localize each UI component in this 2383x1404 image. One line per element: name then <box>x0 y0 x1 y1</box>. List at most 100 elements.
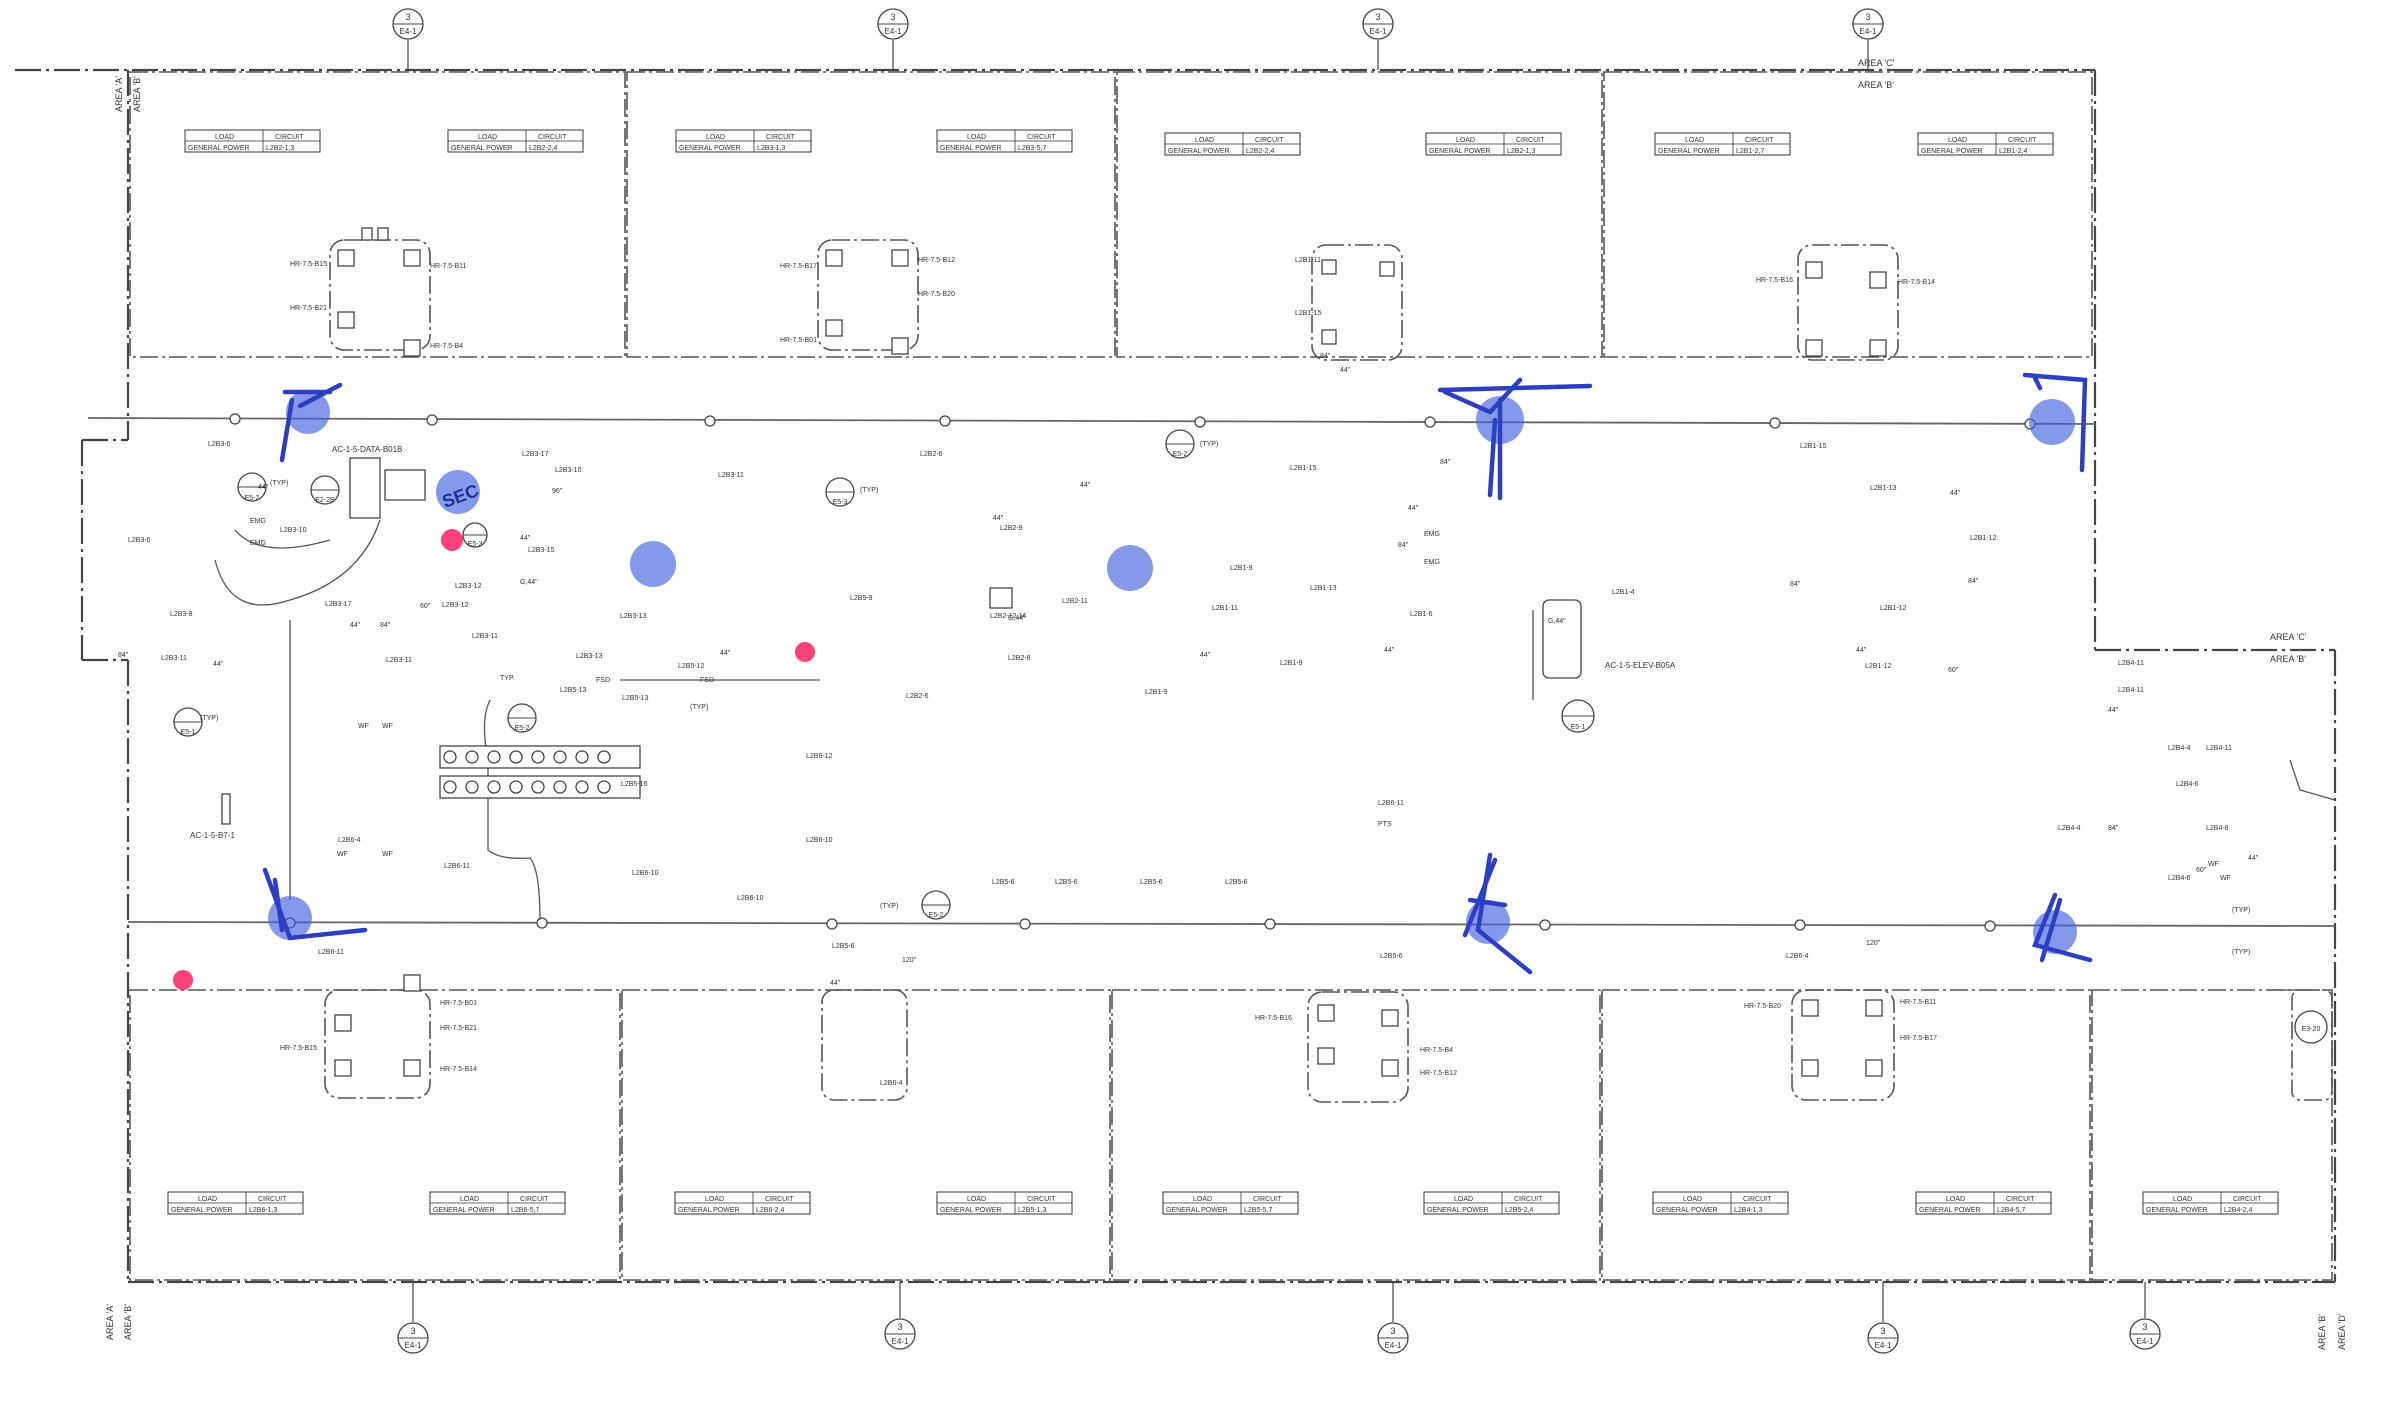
conduit-runs <box>214 519 2336 991</box>
svg-text:L2B6-10: L2B6-10 <box>806 837 833 844</box>
equipment-tag: HR-7.5-B12 <box>918 257 955 264</box>
column-bubble-bottom-1[interactable]: 3 E4-1 <box>397 1282 429 1354</box>
schedule-circuit-value: L2B2-2,4 <box>1246 148 1275 155</box>
svg-text:44": 44" <box>1340 367 1351 374</box>
svg-text:WF: WF <box>382 723 393 730</box>
svg-text:L2B1-13: L2B1-13 <box>1870 485 1897 492</box>
schedule-header-load: LOAD <box>1456 137 1475 144</box>
svg-text:L2B1-11: L2B1-11 <box>1212 605 1238 612</box>
area-label-a-bottom: AREA 'A' <box>105 1304 115 1340</box>
column-bubble-bottom-4[interactable]: 3 E4-1 <box>1867 1282 1899 1354</box>
svg-text:L2B3-11: L2B3-11 <box>161 655 187 662</box>
svg-text:120": 120" <box>1866 940 1881 947</box>
schedule-load-value: GENERAL POWER <box>188 145 250 152</box>
svg-text:L2B4-11: L2B4-11 <box>2206 745 2232 752</box>
bubble-number: 3 <box>410 1326 415 1336</box>
svg-text:44": 44" <box>1856 647 1867 654</box>
schedule-header-circuit: CIRCUIT <box>1516 137 1545 144</box>
bubble-sheet: E4-1 <box>2137 1337 2154 1346</box>
panel-ac-b7[interactable]: AC-1-5-B7-1 <box>190 793 235 840</box>
schedule-header-load: LOAD <box>1195 137 1214 144</box>
schedule-load-value: GENERAL POWER <box>1921 148 1983 155</box>
bubble-sheet: E4-1 <box>1860 27 1877 36</box>
svg-text:L2B5-6: L2B5-6 <box>832 943 855 950</box>
bubble-number: 3 <box>1390 1326 1395 1336</box>
svg-text:E5-2: E5-2 <box>515 725 530 732</box>
column-bubble-top-1[interactable]: 3 E4-1 <box>392 8 424 70</box>
schedule-load-value: GENERAL POWER <box>940 145 1002 152</box>
schedule-circuit-value: L2B6-5,7 <box>511 1207 540 1214</box>
svg-text:L2B6-11: L2B6-11 <box>444 863 470 870</box>
detail-bubble-e5-2-c: E5-2 <box>507 703 537 733</box>
bubble-sheet: E4-1 <box>1875 1341 1892 1350</box>
svg-text:L2B5-13: L2B5-13 <box>622 695 649 702</box>
column-bubble-top-4[interactable]: 3 E4-1 <box>1852 8 1884 70</box>
bubble-number: 3 <box>897 1322 902 1332</box>
column-bubble-bottom-3[interactable]: 3 E4-1 <box>1377 1282 1409 1354</box>
schedule-load-value: GENERAL POWER <box>433 1207 495 1214</box>
svg-text:L2B3-17: L2B3-17 <box>522 451 549 458</box>
svg-text:44": 44" <box>1384 647 1395 654</box>
svg-text:L2B5-12: L2B5-12 <box>678 663 705 670</box>
detail-callouts[interactable]: E5-2 E2-2B E5-3 E5-3 E5-2 E5-1 E5-2 E5-2… <box>173 429 2328 1044</box>
svg-text:(TYP): (TYP) <box>860 487 878 494</box>
schedule-header-circuit: CIRCUIT <box>1027 134 1056 141</box>
svg-text:EMG: EMG <box>250 518 266 525</box>
svg-text:EMG: EMG <box>250 540 266 547</box>
schedule-load-value: GENERAL POWER <box>940 1207 1002 1214</box>
svg-text:L2B3-11: L2B3-11 <box>386 657 412 664</box>
svg-text:L2B2-11: L2B2-11 <box>1062 598 1088 605</box>
svg-text:L2B6-11: L2B6-11 <box>1378 800 1404 807</box>
svg-text:AC-1-5-DATA-B01B: AC-1-5-DATA-B01B <box>332 445 402 454</box>
schedule-header-load: LOAD <box>1685 137 1704 144</box>
schedule-circuit-value: L2B1-2,4 <box>1999 148 2028 155</box>
svg-text:L2B6-12: L2B6-12 <box>806 753 833 760</box>
svg-text:PTS: PTS <box>1378 821 1392 828</box>
upper-busway <box>87 417 2096 425</box>
column-bubble-top-3[interactable]: 3 E4-1 <box>1362 8 1394 70</box>
svg-text:L2B1-12: L2B1-12 <box>1865 663 1892 670</box>
receptacle-cluster-7: HR-7.5-B20 HR-7.5-B11 HR-7.5-B17 <box>1744 989 1937 1101</box>
schedule-load-value: GENERAL POWER <box>1658 148 1720 155</box>
svg-text:L2B3-13: L2B3-13 <box>576 653 603 660</box>
schedule-circuit-value: L2B5-2,4 <box>1505 1207 1534 1214</box>
svg-text:L2B3-17: L2B3-17 <box>325 601 352 608</box>
svg-text:(TYP): (TYP) <box>200 715 218 722</box>
detail-bubble-e5-1-a: E5-1 <box>173 707 203 737</box>
svg-text:L2B1-6: L2B1-6 <box>1410 611 1433 618</box>
svg-text:L2B1-9: L2B1-9 <box>1230 565 1253 572</box>
panel-ac-elev[interactable]: AC-1-5-ELEV-B05A <box>1542 599 1676 679</box>
area-labels: AREA 'A' AREA 'B' AREA 'C' AREA 'B' AREA… <box>105 58 2347 1350</box>
bubble-sheet: E4-1 <box>405 1341 422 1350</box>
schedule-header-circuit: CIRCUIT <box>2233 1196 2262 1203</box>
svg-text:E3-20: E3-20 <box>2302 1026 2321 1033</box>
schedule-header-load: LOAD <box>1948 137 1967 144</box>
svg-text:(TYP): (TYP) <box>270 480 288 487</box>
svg-text:L2B3-13: L2B3-13 <box>620 613 647 620</box>
svg-text:120": 120" <box>902 957 917 964</box>
enclosure <box>2291 989 2333 1101</box>
schedule-header-load: LOAD <box>460 1196 479 1203</box>
schedule-circuit-value: L2B4-5,7 <box>1997 1207 2026 1214</box>
typ-labels: (TYP) (TYP) (TYP) (TYP) (TYP) TYP. (TYP)… <box>200 441 2250 956</box>
svg-text:WF: WF <box>337 851 348 858</box>
svg-text:L2B2-8: L2B2-8 <box>1008 655 1031 662</box>
column-bubble-bottom-5[interactable]: 3 E4-1 <box>2129 1282 2161 1350</box>
equipment-tag: HR-7.5-B01 <box>440 1000 477 1007</box>
schedule-header-circuit: CIRCUIT <box>275 134 304 141</box>
svg-text:60": 60" <box>420 603 431 610</box>
equipment-tag: HR-7.5-B16 <box>1756 277 1793 284</box>
svg-text:L2B4-6: L2B4-6 <box>2176 781 2199 788</box>
svg-text:(TYP): (TYP) <box>1200 441 1218 448</box>
column-bubble-top-2[interactable]: 3 E4-1 <box>877 8 909 70</box>
column-bubble-bottom-2[interactable]: 3 E4-1 <box>884 1282 916 1350</box>
bubble-sheet: E4-1 <box>400 27 417 36</box>
panel-ac-data[interactable]: AC-1-5-DATA-B01B <box>332 445 426 519</box>
svg-text:L2B3-12: L2B3-12 <box>442 602 469 609</box>
svg-text:FSD: FSD <box>700 677 714 684</box>
